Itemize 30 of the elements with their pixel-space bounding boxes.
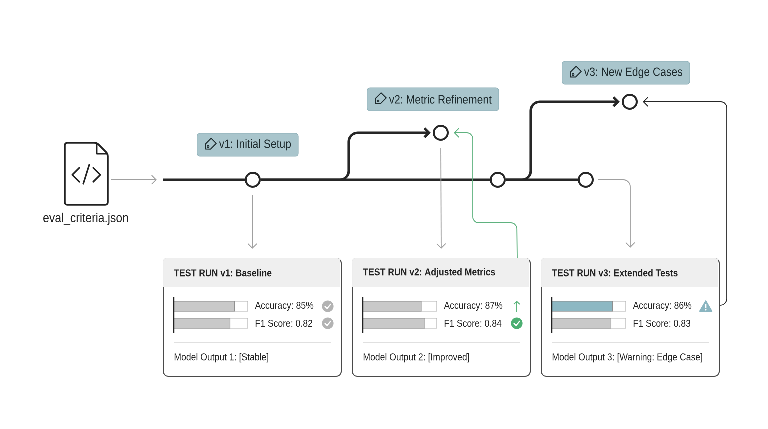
- arrow: [454, 128, 518, 258]
- connector-line: [163, 178, 245, 182]
- version-tag: v1: Initial Setup: [197, 133, 299, 157]
- file-label: eval_criteria.json: [44, 212, 128, 226]
- arrow: [248, 194, 258, 249]
- arrow: [643, 97, 728, 306]
- card-header: TEST RUN v1: Baseline: [164, 258, 340, 287]
- version-tag: v2: Metric Refinement: [367, 88, 500, 112]
- version-tag: v3: New Edge Cases: [562, 61, 690, 85]
- commit-circle: [490, 172, 506, 188]
- arrow: [261, 128, 431, 182]
- output-label: Model Output 2: [Improved]: [364, 353, 470, 363]
- metric-label: F1 Score: 0.84: [444, 320, 502, 328]
- metric-label: F1 Score: 0.82: [256, 320, 312, 328]
- card-header: TEST RUN v3: Extended Tests: [542, 258, 718, 287]
- arrow: [110, 175, 157, 185]
- metric-label: Accuracy: 85%: [255, 302, 314, 312]
- output-label: Model Output 3: [Warning: Edge Case]: [552, 353, 702, 363]
- arrow: [506, 96, 620, 182]
- metric-label: Accuracy: 86%: [633, 302, 692, 312]
- output-label: Model Output 1: [Stable]: [174, 353, 268, 363]
- card-header: TEST RUN v2: Adjusted Metrics: [352, 258, 530, 287]
- commit-circle: [578, 172, 594, 188]
- commit-circle: [433, 125, 449, 141]
- arrow: [436, 148, 446, 249]
- arrow: [598, 180, 636, 248]
- metric-label: F1 Score: 0.83: [634, 320, 691, 328]
- commit-circle: [622, 94, 638, 110]
- metric-label: Accuracy: 87%: [444, 302, 503, 312]
- commit-circle: [245, 172, 261, 188]
